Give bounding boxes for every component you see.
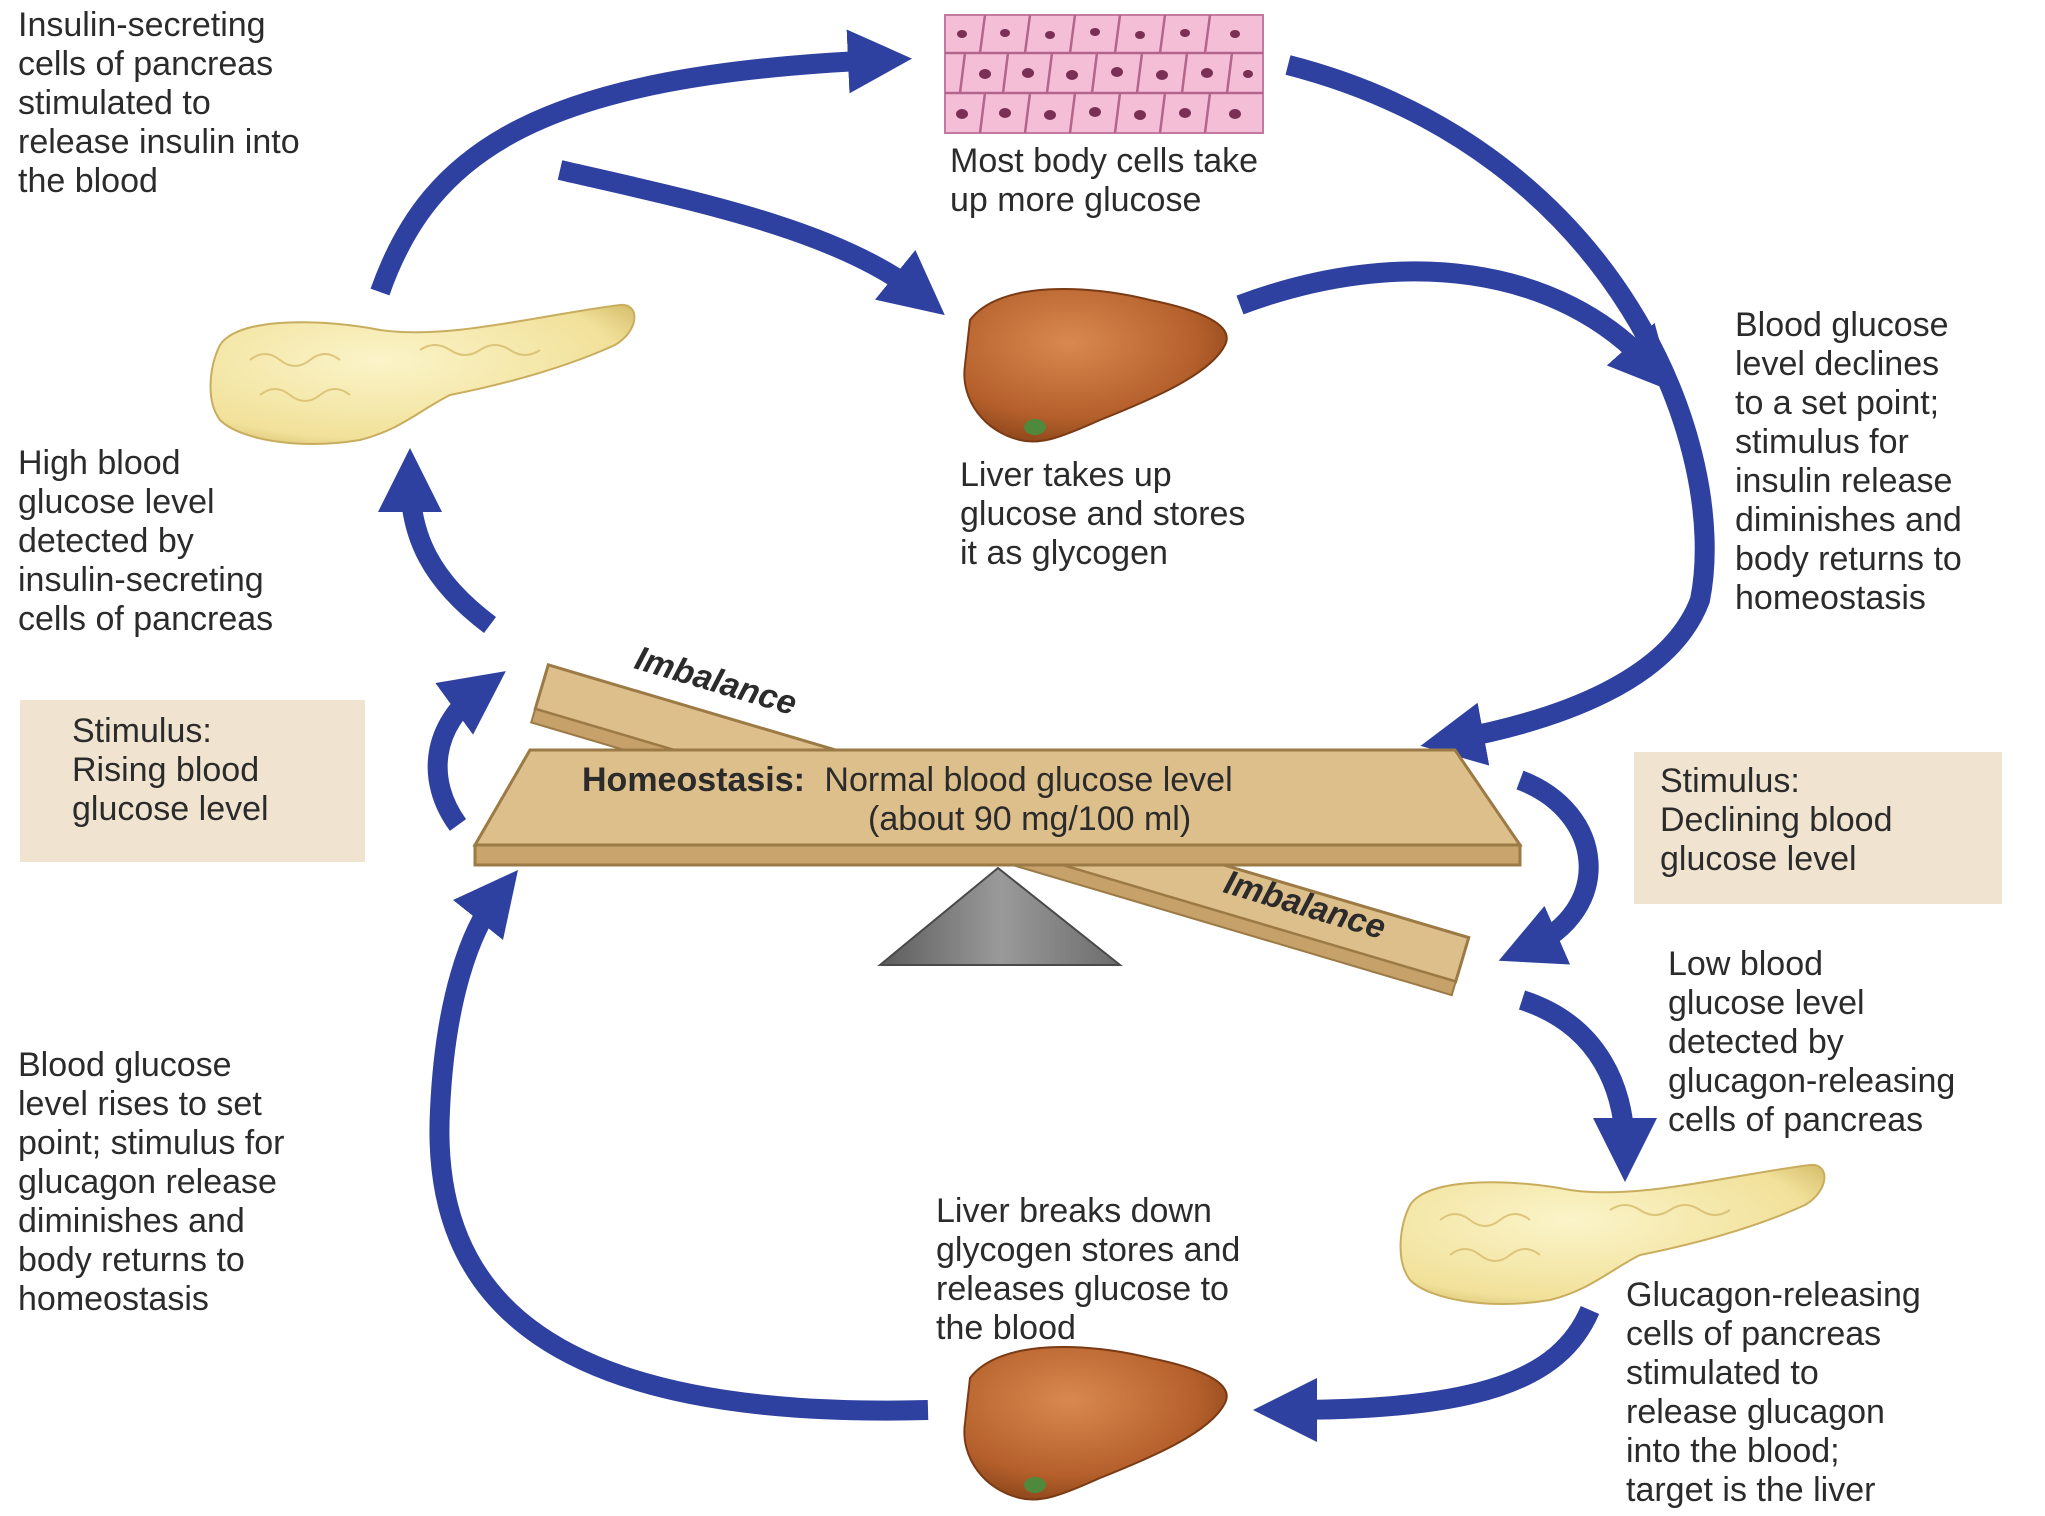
label-line: Liver breaks down <box>936 1192 1240 1231</box>
label-line: to a set point; <box>1735 384 1962 423</box>
label-line: cells of pancreas <box>18 600 273 639</box>
label-line: homeostasis <box>18 1280 284 1319</box>
label-line: glycogen stores and <box>936 1231 1240 1270</box>
arrow-liver-to-set-point-big <box>439 895 928 1411</box>
label-line: Liver takes up <box>960 456 1245 495</box>
label-line: into the blood; <box>1626 1432 1921 1471</box>
body-cells-illustration <box>945 15 1263 133</box>
label-line: the blood <box>936 1309 1240 1348</box>
label-line: release insulin into <box>18 123 300 162</box>
arrow-imbalance-to-low-detected <box>1522 1000 1625 1150</box>
label-glucagon-release: Glucagon-releasing cells of pancreas sti… <box>1626 1276 1921 1510</box>
label-line: level declines <box>1735 345 1962 384</box>
label-line: insulin release <box>1735 462 1962 501</box>
stimulus-declining-line: Declining blood <box>1660 801 1893 840</box>
label-liver-stores: Liver takes up glucose and stores it as … <box>960 456 1245 573</box>
label-line: stimulated to <box>18 84 300 123</box>
label-line: glucagon-releasing <box>1668 1062 1955 1101</box>
arrow-insulin-to-liver <box>560 170 920 295</box>
label-line: body returns to <box>18 1241 284 1280</box>
label-line: cells of pancreas <box>1626 1315 1921 1354</box>
label-line: stimulated to <box>1626 1354 1921 1393</box>
arrow-rising-stimulus-to-imbalance <box>438 690 480 825</box>
stimulus-declining-line: glucose level <box>1660 840 1893 879</box>
liver-illustration <box>964 1347 1226 1500</box>
label-line: glucose and stores <box>960 495 1245 534</box>
label-line: Blood glucose <box>1735 306 1962 345</box>
label-insulin-release: Insulin-secreting cells of pancreas stim… <box>18 6 300 201</box>
arrow-stimulus-to-high-detected <box>410 480 490 625</box>
label-line: release glucagon <box>1626 1393 1921 1432</box>
label-line: Most body cells take <box>950 142 1258 181</box>
label-line: cells of pancreas <box>18 45 300 84</box>
arrow-liver-to-glucose-declines <box>1240 271 1652 368</box>
label-liver-breaks: Liver breaks down glycogen stores and re… <box>936 1192 1240 1348</box>
label-line: glucose level <box>1668 984 1955 1023</box>
label-low-detected: Low blood glucose level detected by gluc… <box>1668 945 1955 1140</box>
arrow-cells-to-set-point-big <box>1288 65 1705 740</box>
label-line: detected by <box>1668 1023 1955 1062</box>
label-line: releases glucose to <box>936 1270 1240 1309</box>
label-line: cells of pancreas <box>1668 1101 1955 1140</box>
label-line: High blood <box>18 444 273 483</box>
label-line: target is the liver <box>1626 1471 1921 1510</box>
label-line: Blood glucose <box>18 1046 284 1085</box>
stimulus-rising-line: glucose level <box>72 790 269 829</box>
stimulus-declining-text: Stimulus: Declining blood glucose level <box>1660 762 1893 879</box>
label-glucose-declines: Blood glucose level declines to a set po… <box>1735 306 1962 618</box>
label-line: insulin-secreting <box>18 561 273 600</box>
pancreas-illustration <box>211 305 635 444</box>
label-line: homeostasis <box>1735 579 1962 618</box>
label-line: glucagon release <box>18 1163 284 1202</box>
stimulus-declining-line: Stimulus: <box>1660 762 1893 801</box>
label-line: diminishes and <box>1735 501 1962 540</box>
seesaw: Imbalance Imbalance Homeostasis: Normal … <box>475 639 1520 995</box>
label-line: the blood <box>18 162 300 201</box>
homeostasis-bold: Homeostasis: <box>582 761 805 799</box>
label-line: detected by <box>18 522 273 561</box>
stimulus-rising-text: Stimulus: Rising blood glucose level <box>72 712 269 829</box>
label-line: up more glucose <box>950 181 1258 220</box>
homeostasis-value: (about 90 mg/100 ml) <box>868 800 1191 838</box>
label-line: glucose level <box>18 483 273 522</box>
arrow-glucagon-to-liver <box>1285 1310 1590 1410</box>
homeostasis-text: Homeostasis: Normal blood glucose level <box>582 761 1233 799</box>
label-line: it as glycogen <box>960 534 1245 573</box>
homeostasis-desc: Normal blood glucose level <box>824 761 1232 799</box>
label-line: diminishes and <box>18 1202 284 1241</box>
label-line: Low blood <box>1668 945 1955 984</box>
liver-illustration <box>964 289 1226 442</box>
stimulus-rising-line: Rising blood <box>72 751 269 790</box>
label-line: stimulus for <box>1735 423 1962 462</box>
stimulus-rising-line: Stimulus: <box>72 712 269 751</box>
label-line: body returns to <box>1735 540 1962 579</box>
label-glucose-rises: Blood glucose level rises to set point; … <box>18 1046 284 1319</box>
label-high-detected: High blood glucose level detected by ins… <box>18 444 273 639</box>
label-line: Insulin-secreting <box>18 6 300 45</box>
label-line: Glucagon-releasing <box>1626 1276 1921 1315</box>
label-line: level rises to set <box>18 1085 284 1124</box>
label-line: point; stimulus for <box>18 1124 284 1163</box>
arrow-declining-stimulus-to-imbalance <box>1520 780 1589 948</box>
label-body-cells: Most body cells take up more glucose <box>950 142 1258 220</box>
